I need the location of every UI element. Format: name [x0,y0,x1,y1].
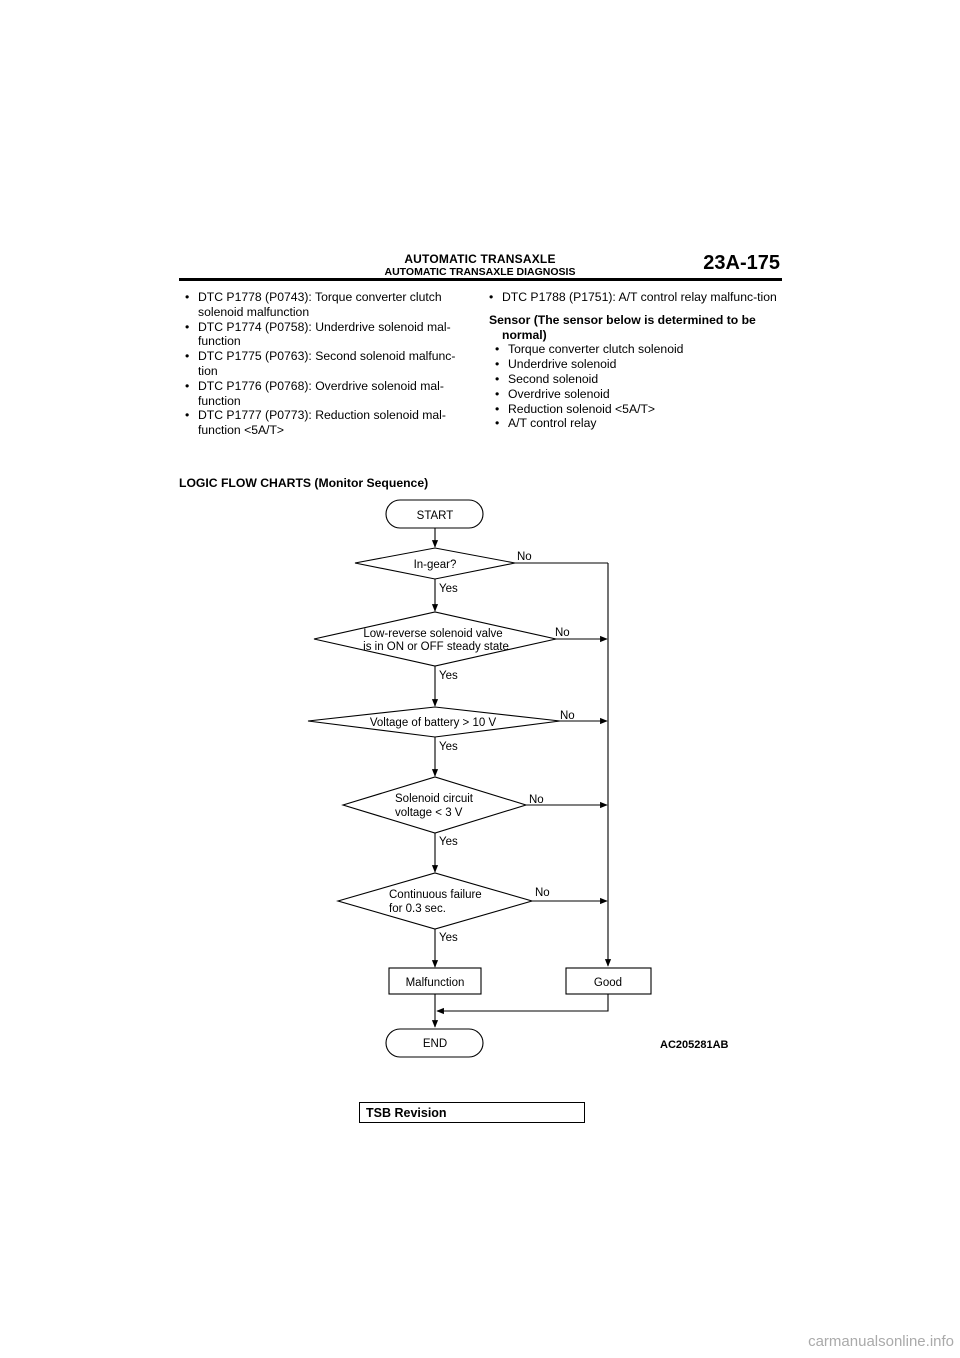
decision-label: Voltage of battery > 10 V [370,717,497,729]
no-label: No [535,887,550,899]
decision-label: Solenoid circuit [395,793,474,805]
list-item: DTC P1788 (P1751): A/T control relay mal… [489,290,784,305]
left-column: DTC P1778 (P0743): Torque converter clut… [185,290,475,438]
start-label: START [417,510,454,522]
page-number: 23A-175 [703,252,780,274]
header-subtitle: AUTOMATIC TRANSAXLE DIAGNOSIS [384,266,576,278]
list-item: Underdrive solenoid [495,357,784,372]
section-title: LOGIC FLOW CHARTS (Monitor Sequence) [179,476,429,490]
end-label: END [423,1038,447,1050]
no-label: No [555,627,570,639]
yes-label: Yes [439,836,458,848]
right-column: DTC P1788 (P1751): A/T control relay mal… [489,290,784,431]
no-label: No [560,710,575,722]
decision-label: for 0.3 sec. [389,903,446,915]
decision-diamond [336,872,534,930]
list-item: DTC P1778 (P0743): Torque converter clut… [185,290,475,320]
yes-label: Yes [439,670,458,682]
tsb-revision-box: TSB Revision [359,1102,585,1123]
sensor-list: Torque converter clutch solenoid Underdr… [495,342,784,431]
list-item: Reduction solenoid <5A/T> [495,402,784,417]
footer-watermark: carmanualsonline.info [808,1333,954,1350]
good-label: Good [594,977,622,989]
decision-label: Continuous failure [389,889,482,901]
list-item: DTC P1777 (P0773): Reduction solenoid ma… [185,408,475,438]
header-rule [179,278,782,281]
connector [436,994,609,1015]
decision-label: voltage < 3 V [395,807,463,819]
dtc-list-left: DTC P1778 (P0743): Torque converter clut… [185,290,475,438]
malfunction-label: Malfunction [406,977,465,989]
list-item: Second solenoid [495,372,784,387]
list-item: A/T control relay [495,416,784,431]
yes-label: Yes [439,741,458,753]
dtc-list-right: DTC P1788 (P1751): A/T control relay mal… [489,290,784,305]
no-label: No [529,794,544,806]
decision-label: Low-reverse solenoid valve [363,628,502,640]
yes-label: Yes [439,583,458,595]
list-item: DTC P1775 (P0763): Second solenoid malfu… [185,349,475,379]
yes-label: Yes [439,932,458,944]
list-item: Torque converter clutch solenoid [495,342,784,357]
sensor-heading: Sensor (The sensor below is determined t… [489,312,756,342]
list-item: DTC P1774 (P0758): Underdrive solenoid m… [185,320,475,350]
decision-diamond [341,776,528,834]
header-title: AUTOMATIC TRANSAXLE [404,252,556,266]
no-label: No [517,551,532,563]
end-terminal [385,1028,484,1058]
list-item: DTC P1776 (P0768): Overdrive solenoid ma… [185,379,475,409]
figure-code: AC205281AB [660,1039,729,1051]
decision-label: is in ON or OFF steady state [363,641,509,653]
decision-label: In-gear? [414,559,457,571]
malfunction-box [388,967,482,995]
list-item: Overdrive solenoid [495,387,784,402]
